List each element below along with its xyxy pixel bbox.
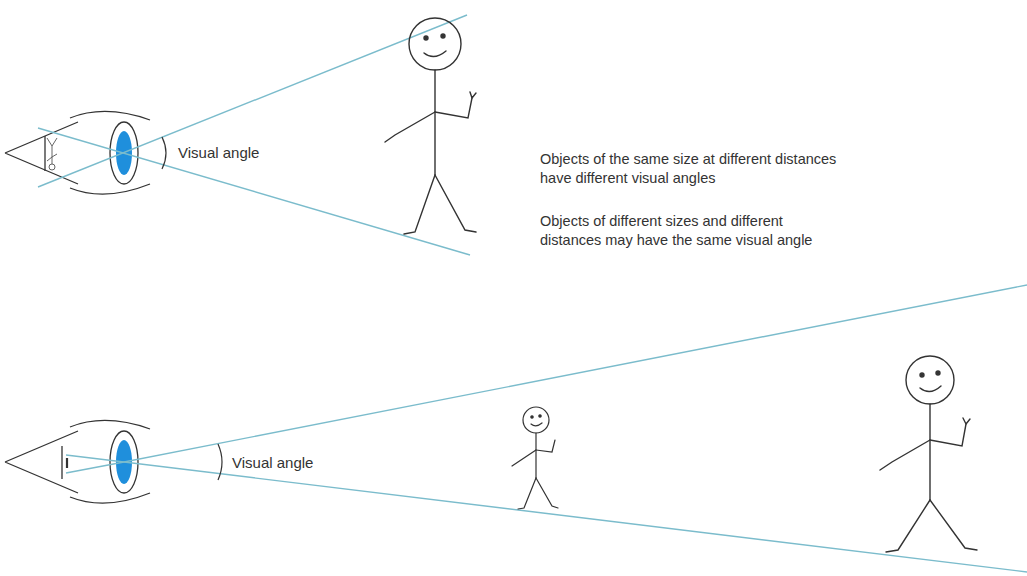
top-eye [5,111,150,194]
caption-note: Objects of the same size at different di… [540,150,840,188]
angle-arc [162,137,166,169]
top-rays [38,15,470,255]
small-stick-figure [512,407,558,509]
angle-label: Visual angle [178,143,259,163]
caption-note: Objects of different sizes and different… [540,212,840,250]
angle-label: Visual angle [232,453,313,473]
large-stick-figure [880,356,977,552]
angle-arc [218,444,222,480]
stick-figure [385,18,476,234]
bottom-rays [66,285,1027,572]
